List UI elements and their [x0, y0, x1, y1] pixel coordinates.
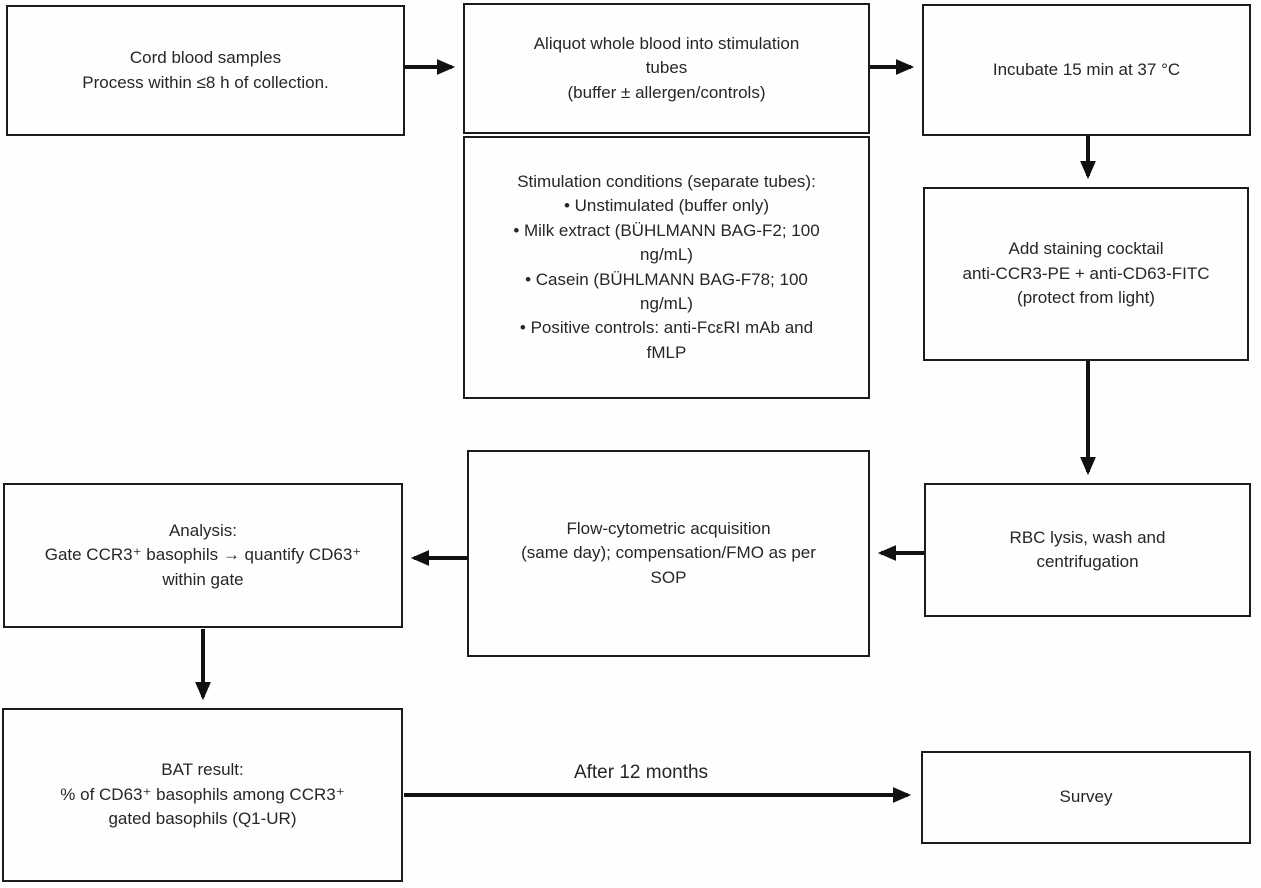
- arrow-label-after-12-months: After 12 months: [573, 762, 709, 783]
- step-cord-blood-samples: Cord blood samples Process within ≤8 h o…: [6, 5, 405, 136]
- step-incubate: Incubate 15 min at 37 °C: [922, 4, 1251, 136]
- step-aliquot-whole-blood: Aliquot whole blood into stimulation tub…: [463, 3, 870, 134]
- step-flow-cytometric-acquisition: Flow-cytometric acquisition (same day); …: [467, 450, 870, 657]
- step-rbc-lysis: RBC lysis, wash and centrifugation: [924, 483, 1251, 617]
- step-analysis-gating: Analysis: Gate CCR3⁺ basophils → quantif…: [3, 483, 403, 628]
- step-stimulation-conditions: Stimulation conditions (separate tubes):…: [463, 136, 870, 399]
- step-survey: Survey: [921, 751, 1251, 844]
- step-bat-result: BAT result: % of CD63⁺ basophils among C…: [2, 708, 403, 882]
- step-add-staining-cocktail: Add staining cocktail anti-CCR3-PE + ant…: [923, 187, 1249, 361]
